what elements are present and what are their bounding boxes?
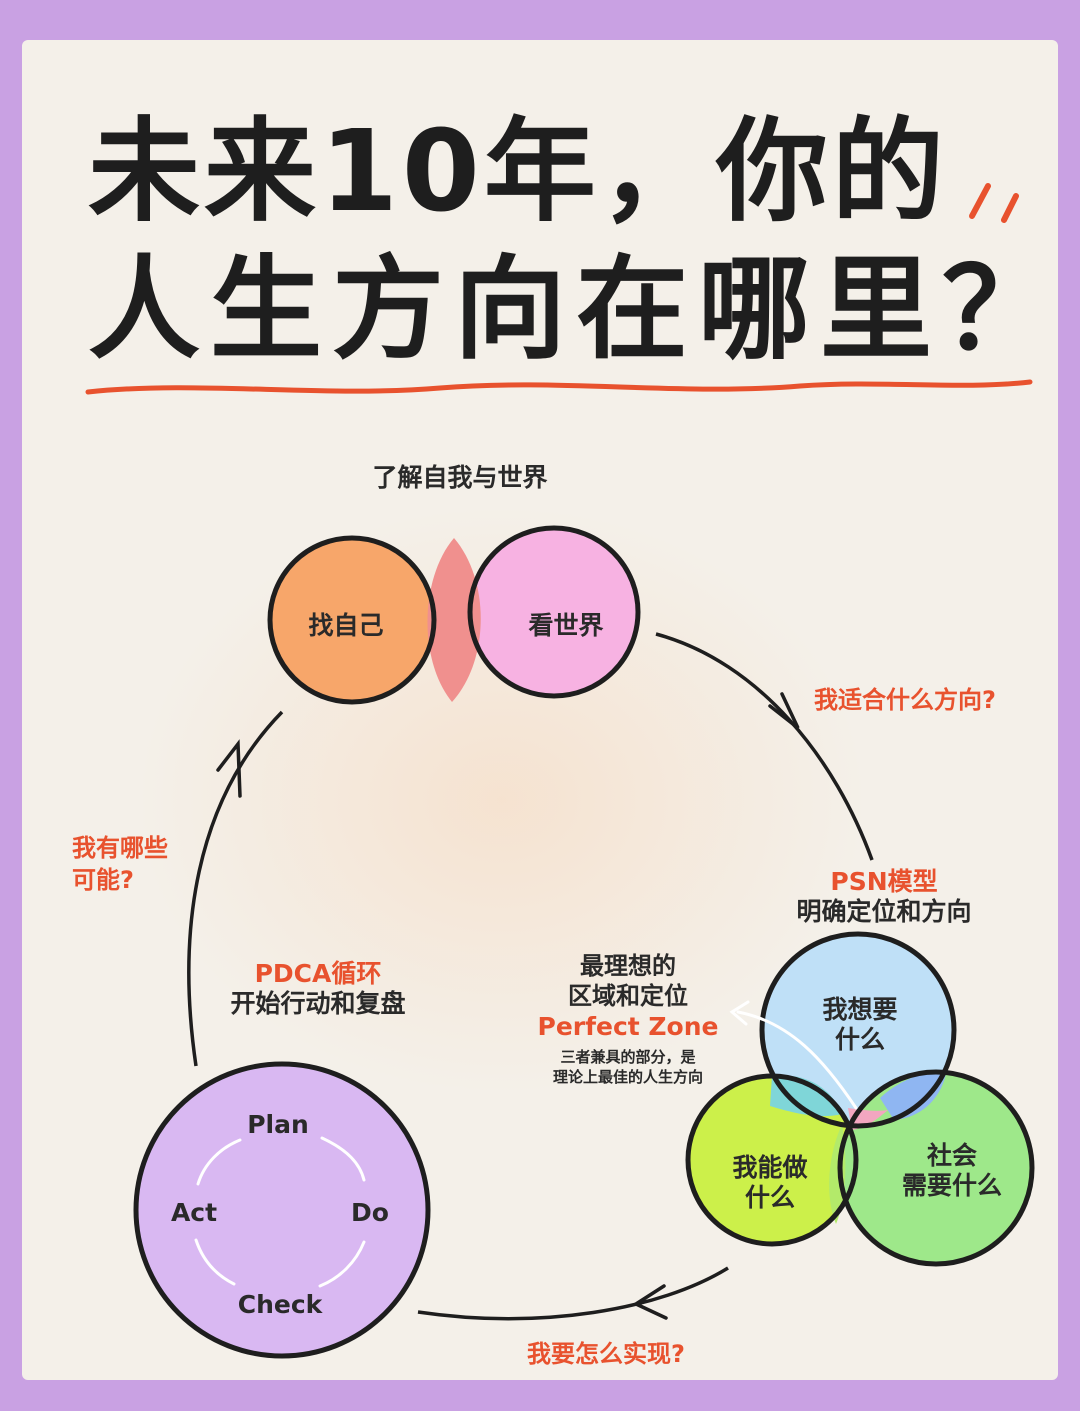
want-society-overlap xyxy=(880,1072,946,1120)
question-possibilities-line2: 可能? xyxy=(72,866,134,894)
perfect-zone-title: Perfect Zone xyxy=(537,1012,719,1041)
title-line-2: 人生方向在哪里？ xyxy=(88,245,1064,375)
pdca-cycle-arrow-2 xyxy=(318,1240,366,1288)
can-do-outline xyxy=(685,1073,859,1247)
want-can-overlap xyxy=(770,1075,842,1117)
perfect-zone-line2: 区域和定位 xyxy=(568,982,688,1010)
pdca-cycle-arrow-1 xyxy=(320,1136,366,1182)
society-label-line1: 社会 xyxy=(926,1141,978,1170)
see-world-outline xyxy=(467,525,641,699)
arrow-to-pdca-head xyxy=(632,1284,668,1320)
perfect-zone-note-1: 三者兼具的部分，是 xyxy=(560,1048,696,1066)
find-self-label: 找自己 xyxy=(308,611,384,640)
arrow-to-pdca xyxy=(417,1266,729,1321)
top-venn-heading: 了解自我与世界 xyxy=(372,463,548,492)
psn-title: PSN模型 xyxy=(830,867,938,896)
find-self-circle xyxy=(270,538,434,702)
perfect-zone-note-2: 理论上最佳的人生方向 xyxy=(552,1068,704,1086)
perfect-zone-pointer-head xyxy=(729,1000,750,1026)
see-world-circle xyxy=(470,528,638,696)
arrow-to-top-venn xyxy=(187,710,284,1067)
sparkle-stroke-2 xyxy=(1001,193,1019,223)
want-label-line2: 什么 xyxy=(834,1025,886,1054)
psn-subtitle: 明确定位和方向 xyxy=(796,897,972,926)
title-line-1: 未来10年，你的 xyxy=(88,107,948,237)
want-outline xyxy=(759,931,957,1129)
pdca-cycle-arrow-3 xyxy=(194,1238,236,1286)
can-do-label-line1: 我能做 xyxy=(732,1153,808,1182)
perfect-zone-pointer xyxy=(736,1010,858,1110)
pdca-do: Do xyxy=(351,1198,389,1227)
arrow-to-top-venn-head xyxy=(216,739,242,798)
society-outline xyxy=(837,1069,1035,1267)
want-label-line1: 我想要 xyxy=(822,995,898,1024)
arrow-to-psn xyxy=(655,632,874,861)
pdca-check: Check xyxy=(237,1290,323,1319)
arrow-to-psn-head xyxy=(768,692,800,730)
question-direction: 我适合什么方向? xyxy=(814,686,996,714)
pdca-plan: Plan xyxy=(247,1110,309,1139)
pdca-subtitle: 开始行动和复盘 xyxy=(230,989,406,1018)
title-underline xyxy=(85,379,1033,395)
question-possibilities-line1: 我有哪些 xyxy=(72,834,168,862)
society-label-line2: 需要什么 xyxy=(901,1171,1003,1200)
question-how-to-achieve: 我要怎么实现? xyxy=(527,1340,685,1368)
pdca-cycle-arrow-4 xyxy=(196,1138,242,1186)
top-venn-overlap xyxy=(427,538,481,702)
pdca-act: Act xyxy=(170,1198,218,1227)
find-self-outline xyxy=(267,535,437,705)
see-world-label: 看世界 xyxy=(528,611,604,640)
can-do-label-line2: 什么 xyxy=(744,1183,796,1212)
pdca-circle xyxy=(133,1061,431,1359)
pdca-title: PDCA循环 xyxy=(254,959,382,988)
sparkle-stroke-1 xyxy=(969,183,991,219)
perfect-zone-line1: 最理想的 xyxy=(580,952,676,980)
